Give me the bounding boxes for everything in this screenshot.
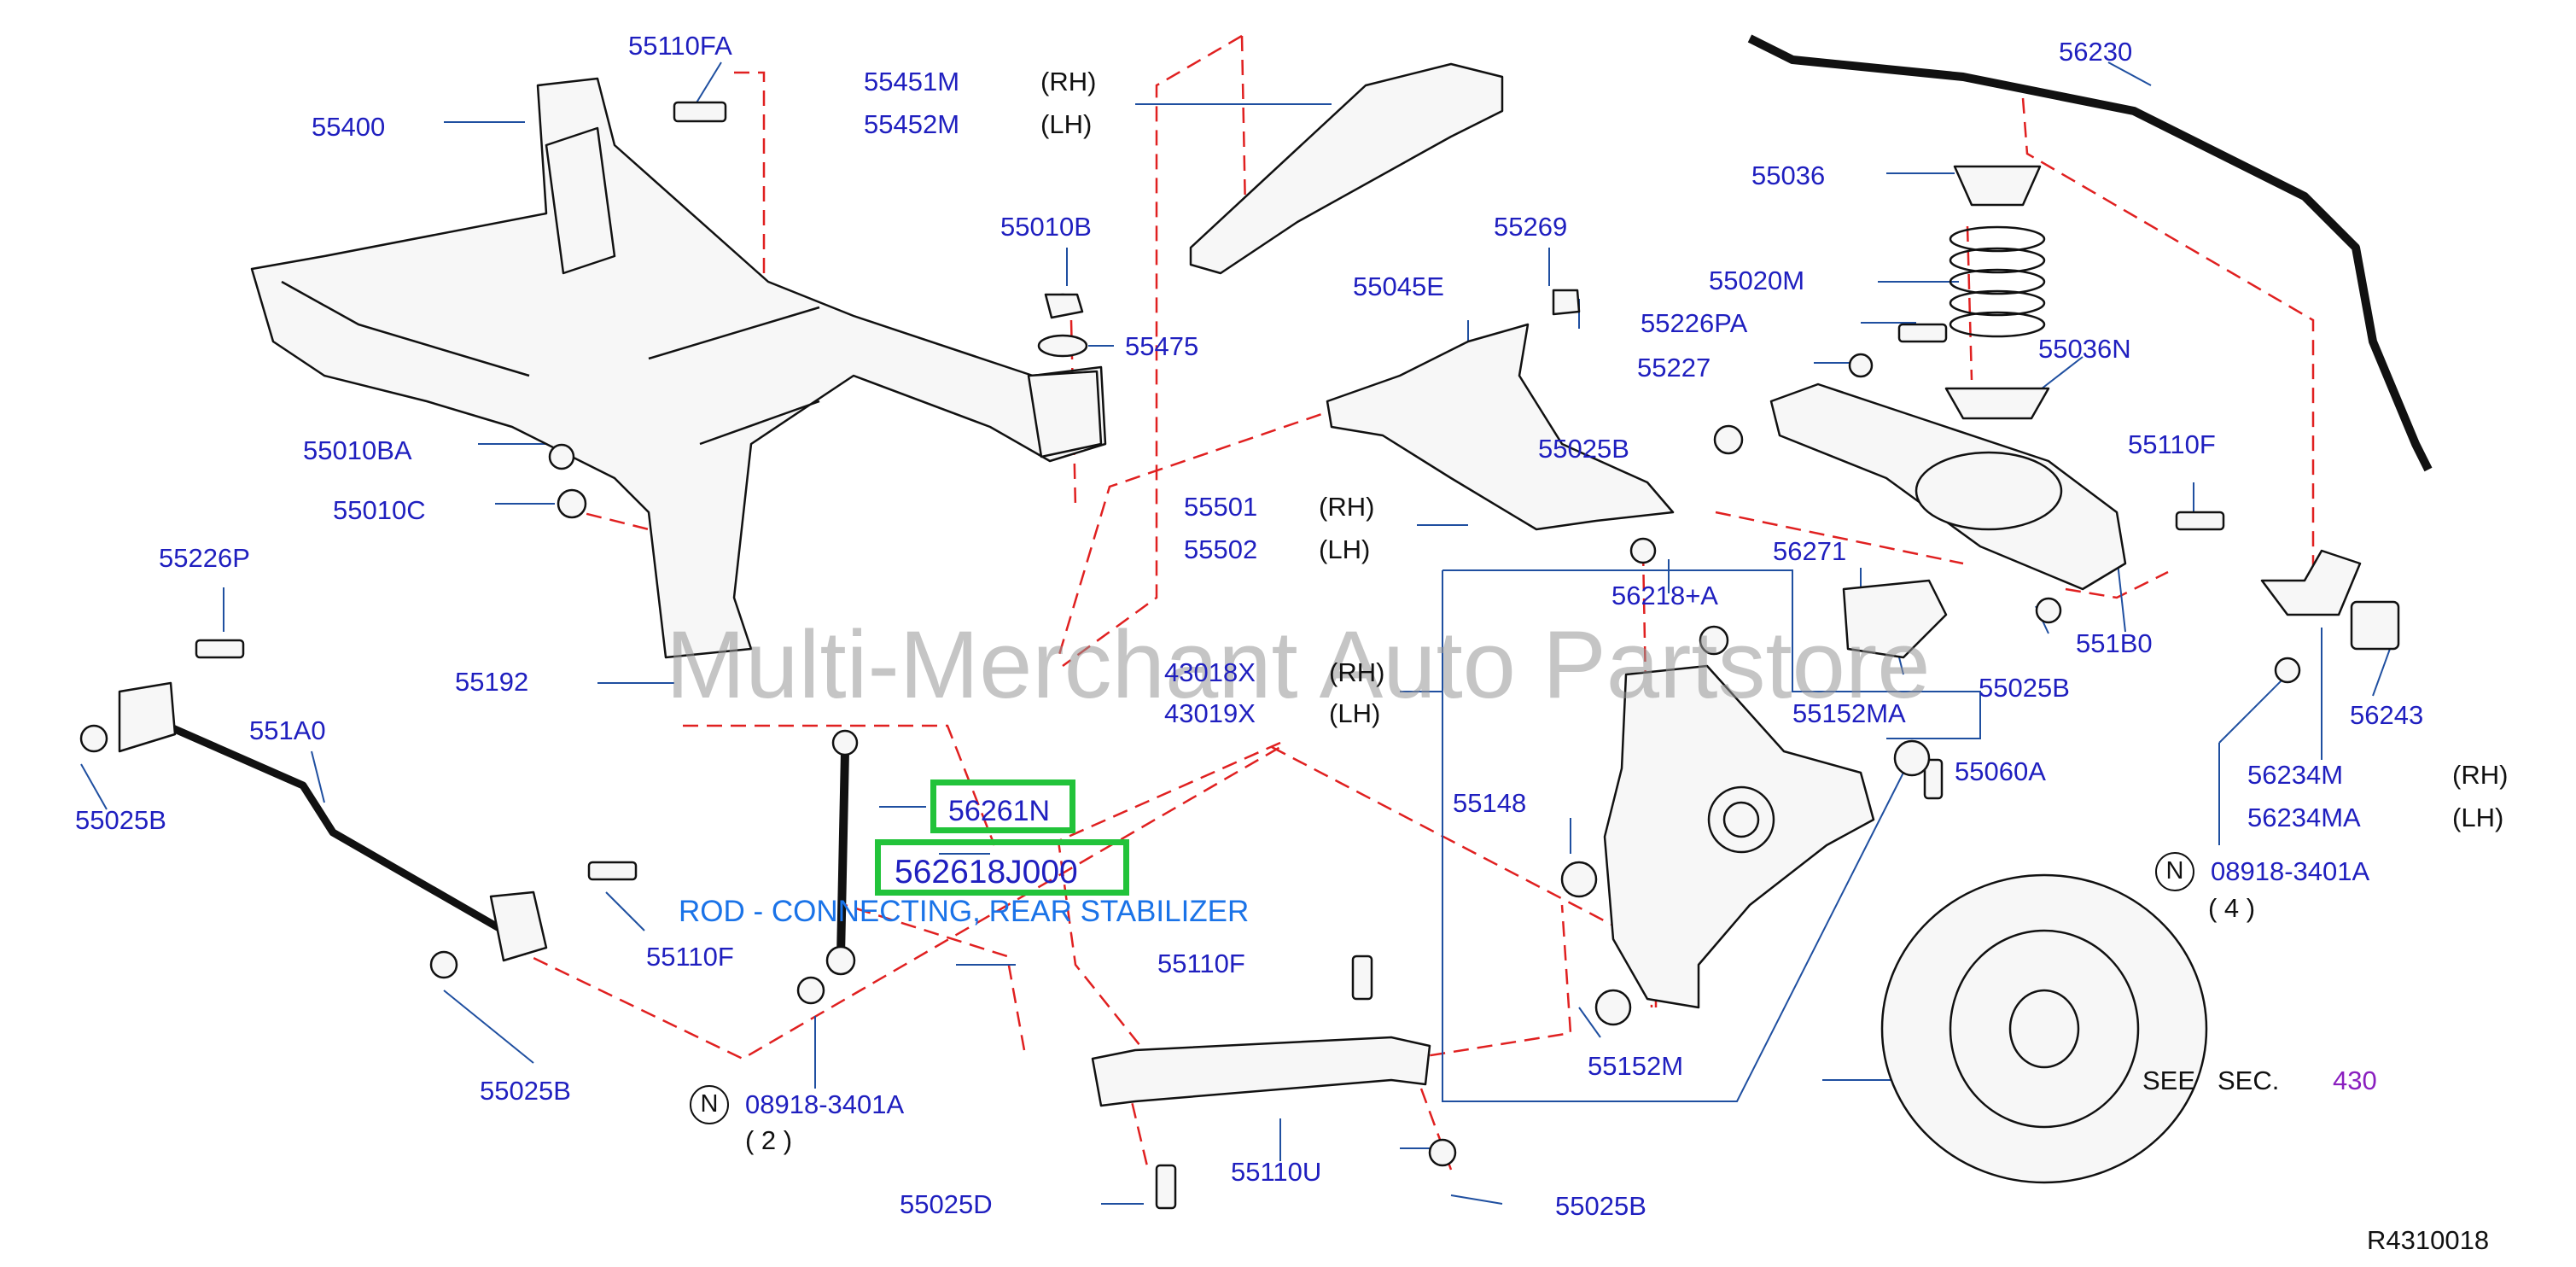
label-562618J000: 562618J000	[895, 854, 1078, 890]
label-56243: 56243	[2350, 700, 2424, 730]
label-43019X: 43019X	[1164, 698, 1256, 728]
label-55110U: 55110U	[1231, 1157, 1322, 1187]
seat-55036N	[1944, 387, 2050, 420]
label-55010B: 55010B	[1000, 212, 1092, 242]
highlight-56261N[interactable]: 56261N	[930, 779, 1075, 833]
bracket-56234M	[2260, 549, 2362, 616]
watermark: Multi-Merchant Auto Partstore	[666, 611, 1931, 718]
label-55060A: 55060A	[1955, 756, 2046, 786]
label-56230: 56230	[2059, 37, 2133, 67]
label-43018X: 43018X	[1164, 657, 1256, 687]
bracket-55451M	[1189, 62, 1504, 275]
label-55227: 55227	[1637, 353, 1711, 382]
bushing-55475	[1027, 370, 1103, 458]
n-symbol-b: N	[2155, 852, 2194, 891]
spring-55020M	[1949, 225, 2046, 338]
label-55025B-lower: 55025B	[480, 1076, 571, 1106]
bushing-56243	[2350, 600, 2400, 651]
label-55110FA: 55110FA	[628, 31, 732, 61]
label-55452M-side: (LH)	[1040, 109, 1093, 139]
label-56261N: 56261N	[948, 795, 1051, 827]
highlight-562618J000[interactable]: 562618J000	[875, 839, 1129, 896]
label-55502-side: (LH)	[1319, 534, 1371, 564]
label-55192: 55192	[455, 667, 529, 697]
label-55025B-mid: 55025B	[1538, 434, 1629, 464]
see-label: SEE	[2142, 1066, 2196, 1095]
label-55025D: 55025D	[900, 1189, 993, 1219]
label-56218A: 56218+A	[1611, 581, 1718, 610]
label-55501-side: (RH)	[1319, 492, 1375, 522]
label-55025B-left: 55025B	[75, 805, 166, 835]
label-55045E: 55045E	[1353, 272, 1444, 301]
label-08918-3401A-b: 08918-3401A	[2211, 856, 2370, 886]
label-55451M: 55451M	[864, 67, 960, 96]
label-43019X-side: (LH)	[1329, 698, 1381, 728]
label-qty-a: ( 2 )	[745, 1125, 793, 1155]
n-symbol-a: N	[690, 1085, 729, 1124]
stabilizer-link-56261N	[836, 750, 849, 957]
part-outlines	[79, 34, 2433, 1210]
label-55025B-right: 55025B	[1979, 673, 2070, 703]
upper-arm-55501	[1326, 323, 1675, 531]
label-55152M: 55152M	[1588, 1051, 1684, 1081]
label-55010C: 55010C	[333, 495, 426, 525]
label-qty-b: ( 4 )	[2208, 893, 2256, 923]
label-55010BA: 55010BA	[303, 435, 412, 465]
label-55036N: 55036N	[2038, 334, 2131, 364]
sec-430-link[interactable]: 430	[2333, 1066, 2377, 1095]
label-551A0: 551A0	[249, 715, 326, 745]
label-56234MA: 56234MA	[2247, 803, 2361, 832]
label-55110F-left: 55110F	[646, 942, 734, 972]
link-rod-551A0	[126, 704, 506, 934]
label-56271: 56271	[1773, 536, 1847, 566]
label-55502: 55502	[1184, 534, 1258, 564]
sec-label: SEC.	[2218, 1066, 2280, 1095]
label-55400: 55400	[312, 112, 386, 142]
label-56234M-side: (RH)	[2452, 760, 2509, 790]
label-43018X-side: (RH)	[1329, 657, 1385, 687]
label-55452M: 55452M	[864, 109, 960, 139]
label-08918-3401A-a: 08918-3401A	[745, 1089, 905, 1119]
label-55025B-bottom: 55025B	[1555, 1191, 1646, 1221]
lateral-link-55110U	[1091, 1036, 1431, 1107]
label-551B0: 551B0	[2076, 628, 2153, 658]
label-55501: 55501	[1184, 492, 1258, 522]
label-55148: 55148	[1453, 788, 1527, 818]
label-55152MA: 55152MA	[1792, 698, 1906, 728]
label-55036: 55036	[1751, 161, 1826, 190]
label-55226P: 55226P	[159, 543, 250, 573]
label-55226PA: 55226PA	[1641, 308, 1748, 338]
label-56234M: 56234M	[2247, 760, 2344, 790]
stabilizer-bar-56230	[1747, 34, 2433, 472]
label-55475: 55475	[1125, 331, 1199, 361]
label-55269: 55269	[1494, 212, 1568, 242]
bracket-56271	[1842, 579, 1948, 659]
diagram-id: R4310018	[2367, 1225, 2490, 1255]
subframe-55400	[250, 77, 1107, 659]
label-55110F-right: 55110F	[2128, 429, 2216, 459]
label-55451M-side: (RH)	[1040, 67, 1097, 96]
label-55020M: 55020M	[1709, 266, 1805, 295]
bump-stop-55036	[1953, 165, 2042, 207]
label-56234MA-side: (LH)	[2452, 803, 2504, 832]
label-55110F-mid: 55110F	[1157, 949, 1245, 978]
part-description: ROD - CONNECTING, REAR STABILIZER	[679, 895, 1250, 928]
